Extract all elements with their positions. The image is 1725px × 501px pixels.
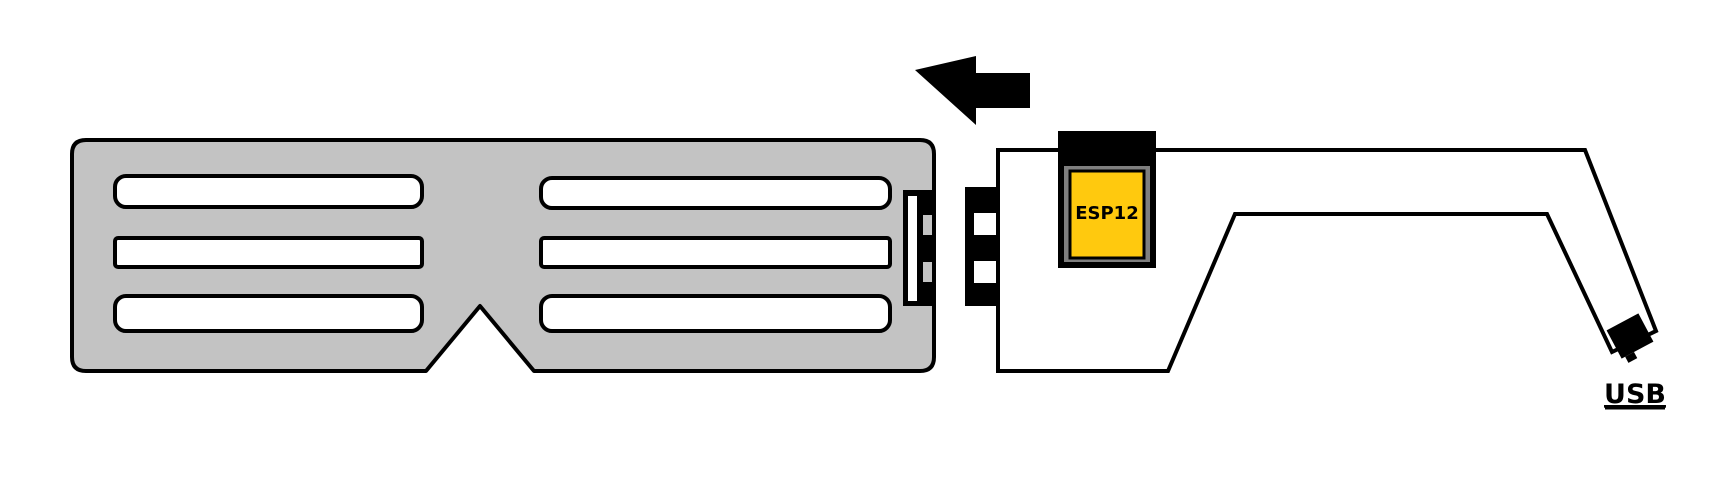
board-connector-plug xyxy=(965,187,1000,306)
glasses-connector-socket xyxy=(903,190,932,306)
arrow-left-icon xyxy=(915,56,1030,125)
esp12-module: ESP12 xyxy=(1058,131,1156,268)
right-lens-slot-top xyxy=(539,176,892,210)
usb-label: USB xyxy=(1604,379,1666,410)
glasses-frame xyxy=(70,138,936,373)
left-lens-slot-top xyxy=(113,174,424,209)
controller-board: ESP12 USB xyxy=(965,131,1666,410)
right-lens-slot-middle xyxy=(539,236,892,269)
left-lens-slot-middle xyxy=(113,236,424,269)
esp12-label: ESP12 xyxy=(1075,203,1139,224)
usb-connector-icon xyxy=(1606,313,1654,363)
board-outline xyxy=(996,148,1659,373)
right-lens-slot-bottom xyxy=(539,294,892,333)
left-lens-slot-bottom xyxy=(113,294,424,333)
